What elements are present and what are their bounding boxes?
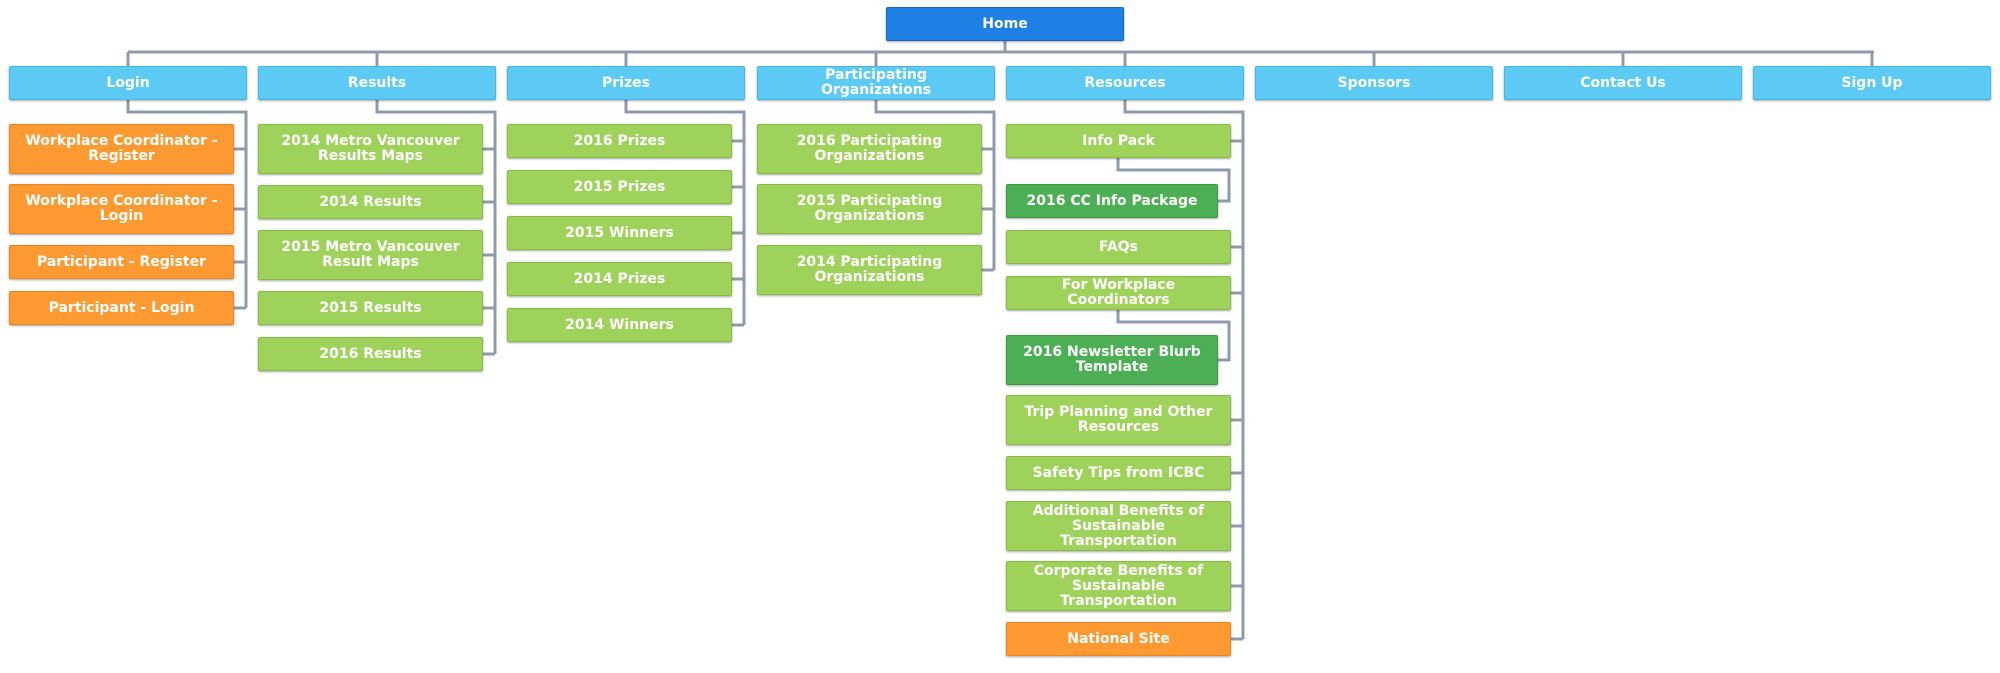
node-for-workplace-coordinators[interactable]: For Workplace Coordinators [1006, 276, 1231, 310]
node-faqs[interactable]: FAQs [1006, 230, 1231, 264]
connector-41 [1116, 310, 1231, 362]
node-2016-newsletter-blurb-template[interactable]: 2016 Newsletter Blurb Template [1006, 335, 1218, 385]
node-home[interactable]: Home [886, 7, 1124, 41]
node-trip-planning-and-other-resources[interactable]: Trip Planning and Other Resources [1006, 395, 1231, 445]
node-sign-up[interactable]: Sign Up [1753, 66, 1991, 100]
node-participant-register[interactable]: Participant - Register [9, 245, 234, 279]
node-2014-participating-organizations[interactable]: 2014 Participating Organizations [757, 245, 982, 295]
node-sponsors[interactable]: Sponsors [1255, 66, 1493, 100]
node-login[interactable]: Login [9, 66, 247, 100]
node-2014-results[interactable]: 2014 Results [258, 185, 483, 219]
node-2015-winners[interactable]: 2015 Winners [507, 216, 732, 250]
node-corporate-benefits-of-sustainable-transportation[interactable]: Corporate Benefits of Sustainable Transp… [1006, 561, 1231, 611]
node-2014-metro-vancouver-results-maps[interactable]: 2014 Metro Vancouver Results Maps [258, 124, 483, 174]
node-2014-prizes[interactable]: 2014 Prizes [507, 262, 732, 296]
connector-40 [1116, 158, 1231, 203]
node-2016-prizes[interactable]: 2016 Prizes [507, 124, 732, 158]
node-prizes[interactable]: Prizes [507, 66, 745, 100]
node-national-site[interactable]: National Site [1006, 622, 1231, 656]
connector-15 [375, 100, 497, 354]
connector-31 [1123, 100, 1245, 639]
node-info-pack[interactable]: Info Pack [1006, 124, 1231, 158]
node-2015-metro-vancouver-result-maps[interactable]: 2015 Metro Vancouver Result Maps [258, 230, 483, 280]
node-results[interactable]: Results [258, 66, 496, 100]
node-2015-participating-organizations[interactable]: 2015 Participating Organizations [757, 184, 982, 234]
node-workplace-coordinator-login[interactable]: Workplace Coordinator - Login [9, 184, 234, 234]
node-additional-benefits-of-sustainable-transportation[interactable]: Additional Benefits of Sustainable Trans… [1006, 501, 1231, 551]
node-participant-login[interactable]: Participant - Login [9, 291, 234, 325]
connector-21 [624, 100, 746, 325]
node-resources[interactable]: Resources [1006, 66, 1244, 100]
node-participating-organizations[interactable]: Participating Organizations [757, 66, 995, 100]
node-contact-us[interactable]: Contact Us [1504, 66, 1742, 100]
node-2016-results[interactable]: 2016 Results [258, 337, 483, 371]
node-2015-results[interactable]: 2015 Results [258, 291, 483, 325]
node-workplace-coordinator-register[interactable]: Workplace Coordinator - Register [9, 124, 234, 174]
node-2016-participating-organizations[interactable]: 2016 Participating Organizations [757, 124, 982, 174]
node-2015-prizes[interactable]: 2015 Prizes [507, 170, 732, 204]
node-2014-winners[interactable]: 2014 Winners [507, 308, 732, 342]
node-2016-cc-info-package[interactable]: 2016 CC Info Package [1006, 184, 1218, 218]
node-safety-tips-from-icbc[interactable]: Safety Tips from ICBC [1006, 456, 1231, 490]
connector-27 [874, 100, 996, 270]
